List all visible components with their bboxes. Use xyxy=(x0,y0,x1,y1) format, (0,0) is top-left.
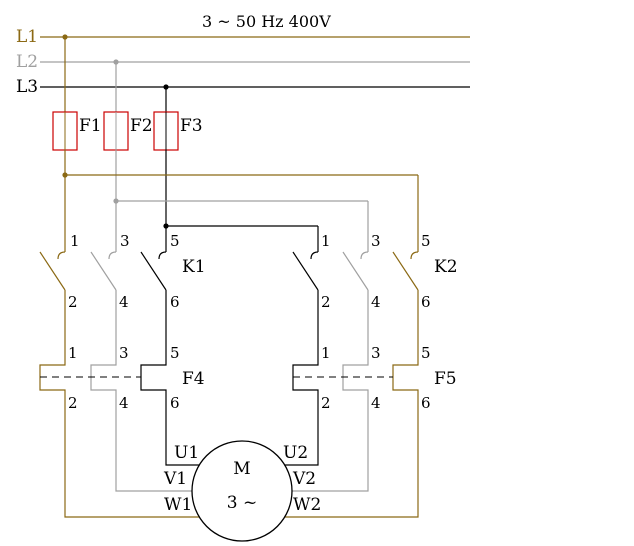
k2-term-3: 3 xyxy=(371,232,381,250)
wire-v2 xyxy=(288,415,369,492)
node-crossfeed-l2 xyxy=(113,198,119,204)
bus-label-l1: L1 xyxy=(16,27,38,47)
node-l3 xyxy=(163,84,169,90)
f5-term-2: 2 xyxy=(321,394,331,412)
k1-contact-5 xyxy=(140,251,167,340)
k2-contact-3 xyxy=(342,251,369,340)
contactor-k2: 1 3 5 2 4 6 K2 xyxy=(292,232,458,340)
motor-symbol xyxy=(191,440,293,542)
f5-term-5: 5 xyxy=(421,344,431,362)
motor-term-v1: V1 xyxy=(163,469,187,489)
supply-label: 3 ~ 50 Hz 400V xyxy=(202,12,331,31)
f4-term-2: 2 xyxy=(68,394,78,412)
k2-term-6: 6 xyxy=(421,293,431,311)
wire-u2 xyxy=(278,415,319,466)
k2-term-2: 2 xyxy=(321,293,331,311)
motor-term-u1: U1 xyxy=(174,443,199,463)
k1-term-4: 4 xyxy=(119,293,129,311)
k1-contact-3 xyxy=(90,251,117,340)
wire-w1 xyxy=(64,415,205,518)
f4-label: F4 xyxy=(182,369,205,389)
f4-term-6: 6 xyxy=(170,394,180,412)
overload-f5: 1 3 5 2 4 6 F5 xyxy=(292,340,457,415)
f4-term-5: 5 xyxy=(170,344,180,362)
k2-term-1: 1 xyxy=(321,232,331,250)
k2-contact-5 xyxy=(392,251,419,340)
k1-term-1: 1 xyxy=(70,232,80,250)
bus-label-l3: L3 xyxy=(16,77,38,97)
motor-type: 3 ~ xyxy=(227,493,257,513)
k1-term-5: 5 xyxy=(170,232,180,250)
fuse-label-f3: F3 xyxy=(180,116,203,136)
motor-term-v2: V2 xyxy=(292,469,316,489)
f5-element-5 xyxy=(392,340,419,415)
k2-term-4: 4 xyxy=(371,293,381,311)
wire-w2 xyxy=(278,415,419,518)
f4-term-3: 3 xyxy=(119,344,129,362)
wire-u1 xyxy=(165,415,205,466)
f5-term-3: 3 xyxy=(371,344,381,362)
k1-contact-1 xyxy=(39,251,66,340)
motor-name: M xyxy=(233,459,250,479)
f4-term-4: 4 xyxy=(119,394,129,412)
motor-term-u2: U2 xyxy=(283,443,308,463)
node-crossfeed-l3 xyxy=(163,223,169,229)
fuse-label-f1: F1 xyxy=(79,116,102,136)
motor: M 3 ~ U1 V1 W1 U2 V2 W2 xyxy=(163,440,321,542)
motor-term-w1: W1 xyxy=(164,495,192,515)
contactor-k1: 1 3 5 2 4 6 K1 xyxy=(39,232,206,340)
k2-label: K2 xyxy=(434,257,458,277)
k1-term-2: 2 xyxy=(68,293,78,311)
f5-term-4: 4 xyxy=(371,394,381,412)
bus-label-l2: L2 xyxy=(16,52,38,72)
k2-term-5: 5 xyxy=(421,232,431,250)
node-l2 xyxy=(113,59,119,65)
wire-v1 xyxy=(115,415,195,492)
node-l1 xyxy=(62,34,68,40)
k1-term-3: 3 xyxy=(120,232,130,250)
node-crossfeed-l1 xyxy=(62,172,68,178)
k2-contact-1 xyxy=(292,251,319,340)
overload-f4: 1 3 5 2 4 6 F4 xyxy=(39,340,205,415)
k1-term-6: 6 xyxy=(170,293,180,311)
f4-term-1: 1 xyxy=(68,344,78,362)
f4-element-5 xyxy=(140,340,167,415)
supply-bus: L1 L2 L3 3 ~ 50 Hz 400V xyxy=(16,12,470,97)
motor-term-w2: W2 xyxy=(293,495,321,515)
fuses: F1 F2 F3 xyxy=(52,111,203,151)
f5-term-6: 6 xyxy=(421,394,431,412)
f5-term-1: 1 xyxy=(321,344,331,362)
k1-label: K1 xyxy=(182,257,206,277)
f5-label: F5 xyxy=(434,369,457,389)
fuse-label-f2: F2 xyxy=(130,116,153,136)
